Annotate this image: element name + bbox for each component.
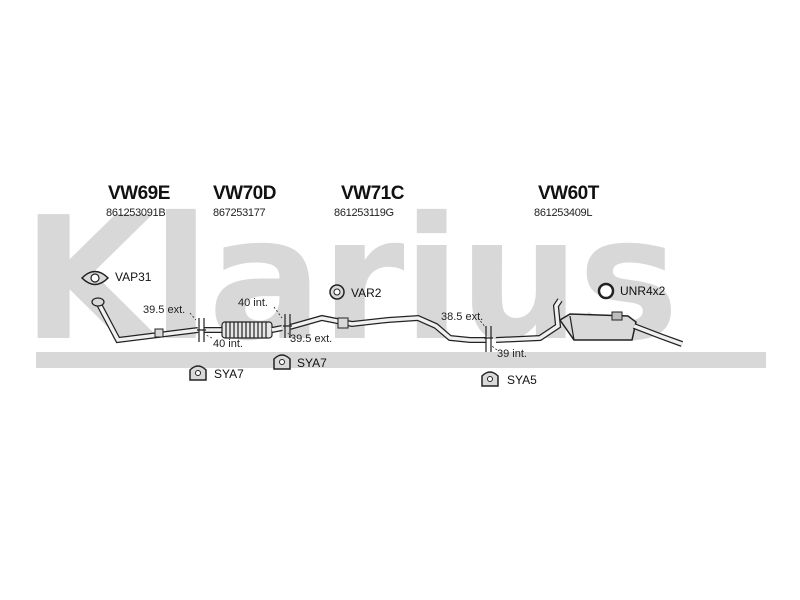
var2-label: VAR2 bbox=[351, 286, 382, 300]
dimension-label: 39 int. bbox=[497, 348, 527, 360]
part-number-2: 867253177 bbox=[213, 207, 266, 219]
sya7-label-2: SYA7 bbox=[297, 356, 327, 370]
rear-silencer bbox=[495, 298, 684, 347]
vap31-label: VAP31 bbox=[115, 270, 152, 284]
front-pipe bbox=[91, 297, 199, 344]
unr4x2-label: UNR4x2 bbox=[620, 284, 666, 298]
part-number-1: 861253091B bbox=[106, 207, 166, 219]
centre-pipe bbox=[289, 314, 486, 343]
section-code-4: VW60T bbox=[538, 183, 599, 204]
section-code-3: VW71C bbox=[341, 183, 404, 204]
section-code-2: VW70D bbox=[213, 183, 276, 204]
vap31-gasket-icon bbox=[80, 270, 110, 286]
var2-ring-icon bbox=[329, 284, 345, 300]
part-number-4: 861253409L bbox=[534, 207, 593, 219]
dimension-label: 38.5 ext. bbox=[441, 311, 484, 323]
flex-joint-pipe bbox=[204, 321, 283, 339]
sya7-clamp-icon bbox=[189, 365, 207, 381]
dimension-label: 39.5 ext. bbox=[143, 304, 186, 316]
section-code-1: VW69E bbox=[108, 183, 170, 204]
sya7-label-1: SYA7 bbox=[214, 367, 244, 381]
dimension-label: 40 int. bbox=[238, 297, 268, 309]
joint-markers bbox=[197, 314, 493, 352]
sya5-clamp-icon bbox=[481, 371, 499, 387]
dimension-label: 39.5 ext. bbox=[290, 333, 333, 345]
unr4x2-ring-icon bbox=[597, 282, 615, 300]
dimension-label: 40 int. bbox=[213, 338, 243, 350]
part-number-3: 861253119G bbox=[334, 207, 394, 219]
sya5-label: SYA5 bbox=[507, 373, 537, 387]
dimension-leaders bbox=[189, 306, 498, 351]
sya7-clamp-icon bbox=[273, 354, 291, 370]
watermark-underline bbox=[36, 352, 766, 368]
